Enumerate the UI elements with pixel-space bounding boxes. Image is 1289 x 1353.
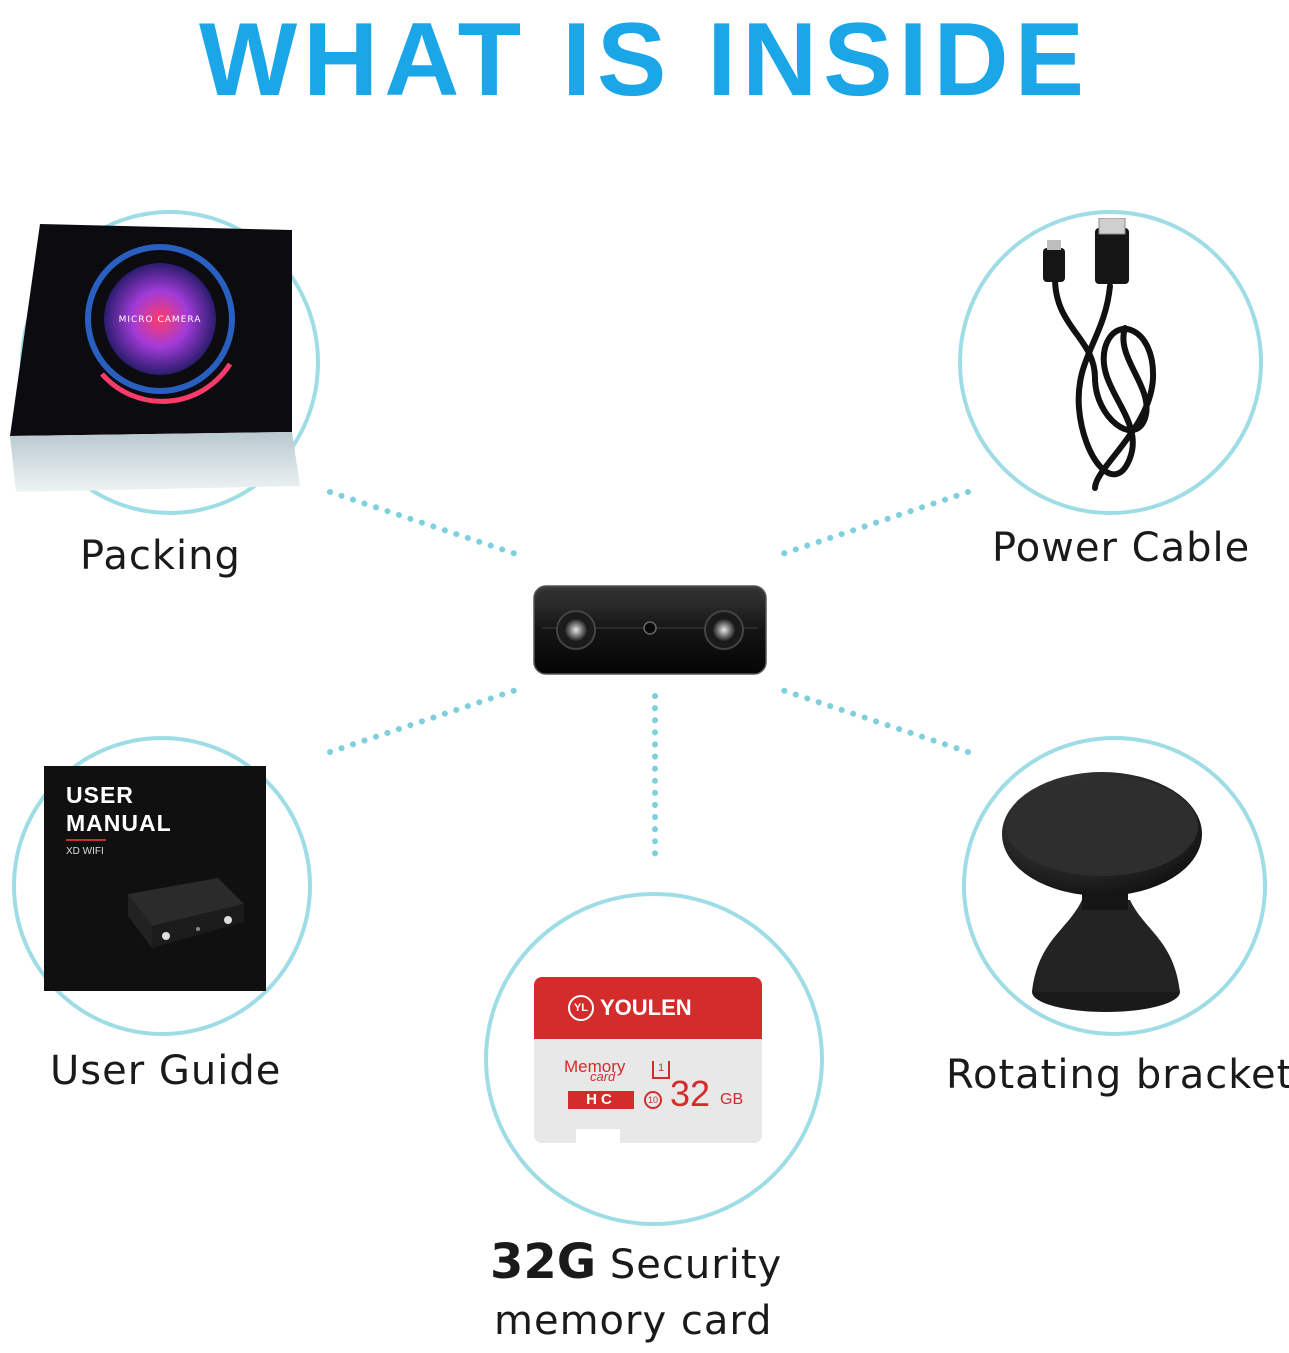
manual-camera-illustration xyxy=(128,878,244,948)
packing-box: MICRO CAMERA xyxy=(10,224,300,492)
rotating-bracket-ring xyxy=(962,736,1267,1036)
memory-card-label-bold: 32G xyxy=(490,1234,597,1290)
connector-bracket xyxy=(773,685,971,755)
sd-card-hc-badge: HC xyxy=(568,1091,634,1109)
user-guide-ring xyxy=(12,736,312,1036)
usb-a-plug xyxy=(1095,228,1129,284)
user-guide-label: User Guide xyxy=(50,1048,282,1094)
sd-card: YL YOULEN Memory card 1 HC 10 32 GB xyxy=(534,977,762,1143)
rotating-bracket-image xyxy=(1002,772,1202,1012)
sd-card-unit: GB xyxy=(720,1091,744,1108)
sd-card-card-text: card xyxy=(590,1069,616,1084)
connector-packing xyxy=(327,489,525,559)
manual-subtitle: XD WIFI xyxy=(66,846,104,857)
memory-card-ring xyxy=(484,892,824,1226)
connector-power-cable xyxy=(773,489,971,559)
sd-card-capacity: 32 xyxy=(670,1073,711,1114)
packing-box-text: MICRO CAMERA xyxy=(119,315,202,325)
manual-divider xyxy=(66,839,106,841)
memory-card-label-line1: 32G Security xyxy=(490,1234,782,1290)
sd-card-logo-mark: YL xyxy=(568,995,594,1021)
power-cable-label: Power Cable xyxy=(992,525,1251,571)
power-cable-image xyxy=(1043,218,1157,491)
sd-card-class-badge: 10 xyxy=(644,1091,662,1109)
sd-card-uhs-badge: 1 xyxy=(652,1061,670,1079)
memory-card-label-line2: memory card xyxy=(494,1298,773,1344)
manual-title-2: MANUAL xyxy=(66,810,172,836)
sd-card-memory-text: Memory xyxy=(564,1057,626,1076)
user-manual-booklet: USER MANUAL XD WIFI xyxy=(44,766,266,991)
memory-card-label-rest: Security xyxy=(596,1242,783,1288)
packing-label: Packing xyxy=(80,533,241,579)
sd-card-brand: YOULEN xyxy=(600,995,692,1020)
manual-title-1: USER xyxy=(66,782,134,808)
connector-user-guide xyxy=(327,685,525,755)
micro-usb-plug xyxy=(1043,248,1065,282)
power-cable-ring xyxy=(958,210,1263,515)
camera-lens xyxy=(643,621,657,635)
sd-card-notch xyxy=(576,1129,620,1143)
rotating-bracket-label: Rotating bracket xyxy=(946,1052,1289,1098)
page-title: WHAT IS INSIDE xyxy=(199,2,1090,118)
micro-camera-device xyxy=(533,585,767,675)
